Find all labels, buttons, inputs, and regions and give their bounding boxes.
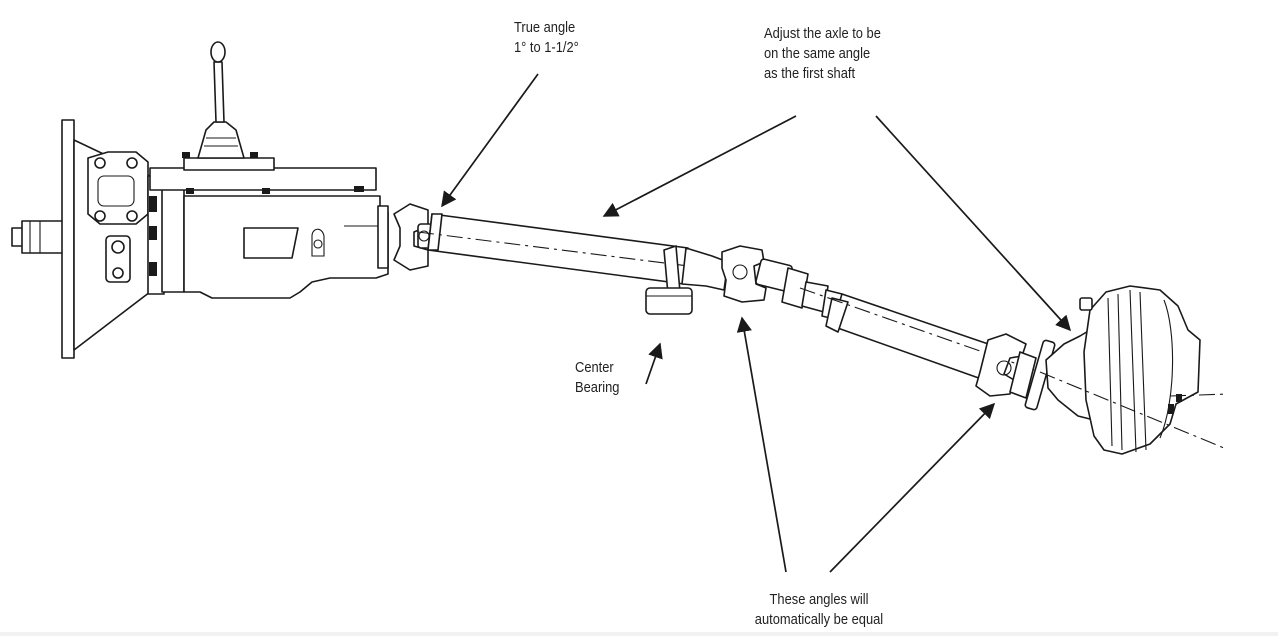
arrow-adjust-axle [875,115,1072,332]
bottom-border-strip [0,632,1278,636]
label-true-angle-line2: 1° to 1-1/2° [514,39,579,56]
label-adjust-line2: on the same angle [764,45,871,62]
label-equal-line1: These angles will [769,591,869,608]
label-equal-line2: automatically be equal [754,611,884,628]
shift-knob [210,41,226,63]
pinion-flange [1024,339,1056,411]
label-center-bearing-line2: Bearing [575,379,620,396]
arrow-equal-rear [829,402,996,573]
top-cover [149,167,377,191]
label-center-bearing: Center Bearing [575,358,619,398]
label-center-bearing-line1: Center [575,359,614,376]
arrow-true-angle [441,73,539,208]
label-true-angle: True angle 1° to 1-1/2° [514,18,579,58]
arrow-center-bearing [645,342,663,385]
arrow-equal-front [736,316,787,573]
center-bearing [645,287,693,315]
label-adjust-axle: Adjust the axle to be on the same angle … [764,24,881,84]
input-shaft [21,220,65,254]
shifter-base-plate [183,157,275,171]
callout-arrows [441,73,1072,573]
label-true-angle-line1: True angle [514,19,576,36]
arrow-adjust-shaft [602,115,797,217]
transmission [11,41,389,359]
label-adjust-line1: Adjust the axle to be [764,25,881,42]
front-driveshaft [417,213,729,315]
differential-housing [1083,285,1201,455]
rear-axle [1039,285,1229,455]
bellhousing-flange [61,119,75,359]
rear-u-joint [975,333,1056,411]
shifter-boot [197,121,245,159]
case-front-plate [161,179,185,293]
shift-lever [213,61,225,123]
front-u-joint [393,203,433,271]
label-adjust-line3: as the first shaft [764,65,856,82]
case-window [243,227,299,259]
output-housing [377,205,389,269]
center-u-joint [721,245,809,309]
label-equal-angles: These angles will automatically be equal [737,590,900,630]
